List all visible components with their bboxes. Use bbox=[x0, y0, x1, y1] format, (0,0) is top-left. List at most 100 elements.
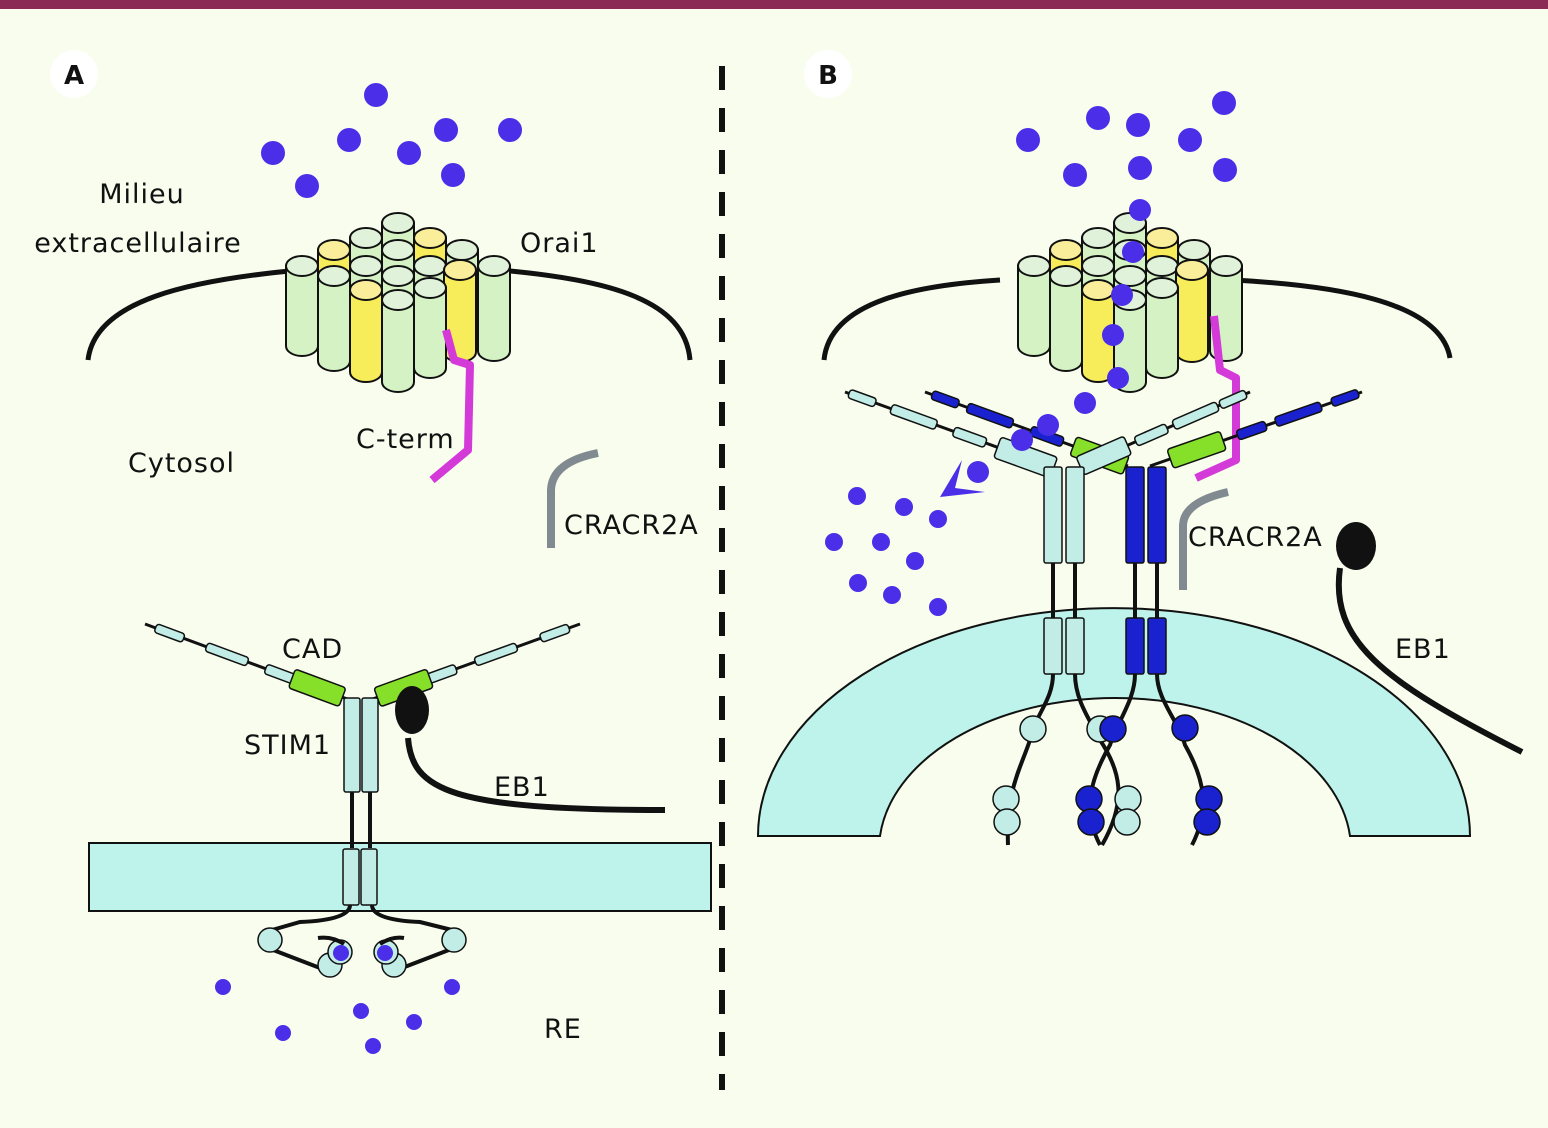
label-eb1: EB1 bbox=[494, 772, 550, 803]
ion-flow-arrowhead bbox=[940, 460, 985, 497]
stim1-light-arm-left bbox=[844, 389, 1061, 478]
subunit-body bbox=[381, 299, 415, 393]
calcium-ion bbox=[444, 979, 460, 995]
bound-calcium-ion bbox=[333, 945, 349, 961]
subunit-body bbox=[285, 265, 319, 357]
subunit-top bbox=[1081, 279, 1115, 301]
stim1-cc1-bar bbox=[1065, 466, 1085, 564]
subunit-top bbox=[1081, 255, 1115, 277]
label-cterm: C-term bbox=[356, 424, 455, 455]
calcium-ion bbox=[1212, 91, 1236, 115]
er-membrane bbox=[88, 842, 712, 912]
calcium-ion bbox=[825, 533, 843, 551]
subunit-top bbox=[381, 289, 415, 311]
calcium-ion bbox=[1102, 324, 1124, 346]
subunit-top bbox=[1081, 227, 1115, 249]
stim1-oligomer bbox=[844, 389, 1363, 846]
subunit-top bbox=[445, 239, 479, 261]
subunit-top bbox=[1175, 259, 1209, 281]
calcium-ion bbox=[1178, 128, 1202, 152]
subunit-top bbox=[413, 277, 447, 299]
eb1-head bbox=[395, 686, 429, 734]
stim1-cc1-bar bbox=[343, 697, 361, 793]
orai1-subunit bbox=[1017, 255, 1051, 357]
eb1-tail bbox=[405, 737, 666, 813]
calcium-ion bbox=[295, 174, 319, 198]
subunit-top bbox=[1017, 255, 1051, 277]
stim1-cc1-bar bbox=[361, 697, 379, 793]
bound-calcium-ion bbox=[377, 945, 393, 961]
subunit-top bbox=[381, 212, 415, 234]
coiled-coil-segment bbox=[1274, 401, 1323, 427]
subunit-top bbox=[1049, 265, 1083, 287]
ef-hand-domain bbox=[1171, 714, 1199, 742]
ef-hand-domain bbox=[1077, 808, 1105, 836]
panel-b: B CRACR2A EB1 bbox=[756, 50, 1524, 846]
orai1-subunit bbox=[1145, 277, 1179, 379]
stim1-luminal-linker bbox=[271, 904, 352, 932]
coiled-coil-segment bbox=[204, 642, 250, 667]
stim1-tm-domain bbox=[1065, 617, 1085, 675]
coiled-coil-segment bbox=[1330, 389, 1360, 407]
coiled-coil-segment bbox=[889, 404, 938, 430]
calcium-ion bbox=[1016, 128, 1040, 152]
calcium-ion bbox=[1074, 392, 1096, 414]
calcium-ion bbox=[872, 533, 890, 551]
ef-hand-domain bbox=[993, 808, 1021, 836]
ef-hand-domain bbox=[1193, 808, 1221, 836]
subunit-top bbox=[1113, 265, 1147, 287]
subunit-top bbox=[413, 255, 447, 277]
calcium-ion bbox=[365, 1038, 381, 1054]
orai1-cterm-tail bbox=[1194, 315, 1240, 482]
subunit-top bbox=[413, 227, 447, 249]
subunit-top bbox=[1145, 277, 1179, 299]
orai1-subunit bbox=[317, 265, 351, 372]
label-extracellulaire: extracellulaire bbox=[34, 228, 242, 259]
label-milieu: Milieu bbox=[99, 179, 185, 210]
orai1-subunit bbox=[413, 277, 447, 379]
calcium-ion bbox=[906, 552, 924, 570]
stim1-tm-domain bbox=[360, 848, 378, 906]
calcium-ion bbox=[261, 141, 285, 165]
coiled-coil-segment bbox=[1236, 420, 1268, 441]
ef-hand-linker bbox=[267, 946, 321, 970]
stim1-dark-arm-right bbox=[1149, 389, 1363, 469]
subunit-top bbox=[1049, 239, 1083, 261]
calcium-ion bbox=[1037, 414, 1059, 436]
calcium-ion bbox=[1126, 113, 1150, 137]
calcium-ion bbox=[275, 1025, 291, 1041]
coiled-coil-segment bbox=[1134, 423, 1169, 447]
calcium-ion bbox=[215, 979, 231, 995]
calcium-ion bbox=[406, 1014, 422, 1030]
subunit-top bbox=[1145, 255, 1179, 277]
ef-hand-domain bbox=[441, 927, 467, 953]
subunit-body bbox=[1049, 275, 1083, 372]
panel-letter-badge bbox=[50, 50, 98, 98]
calcium-ion bbox=[1122, 241, 1144, 263]
er-membrane-arch bbox=[756, 607, 1472, 837]
calcium-ion bbox=[967, 461, 989, 483]
ef-hand-linker bbox=[401, 946, 455, 970]
calcium-ion bbox=[1107, 367, 1129, 389]
subunit-top bbox=[317, 265, 351, 287]
coiled-coil-segment bbox=[154, 623, 186, 643]
calcium-ion bbox=[1111, 284, 1133, 306]
label-eb1: EB1 bbox=[1395, 634, 1451, 665]
calcium-ion bbox=[337, 128, 361, 152]
calcium-ion bbox=[1128, 156, 1152, 180]
calcium-ion bbox=[353, 1003, 369, 1019]
coiled-coil-segment bbox=[1218, 389, 1248, 409]
subunit-body bbox=[1145, 287, 1179, 379]
top-bar bbox=[0, 0, 1548, 9]
label-orai1: Orai1 bbox=[520, 228, 599, 259]
subunit-body bbox=[413, 287, 447, 379]
orai1-subunit bbox=[285, 255, 319, 357]
stim1-cc1-bar bbox=[1125, 466, 1145, 564]
calcium-ion bbox=[397, 141, 421, 165]
coiled-coil-segment bbox=[965, 402, 1015, 429]
subunit-body bbox=[1175, 269, 1209, 363]
calcium-ion bbox=[441, 163, 465, 187]
orai1-channel bbox=[285, 212, 511, 393]
